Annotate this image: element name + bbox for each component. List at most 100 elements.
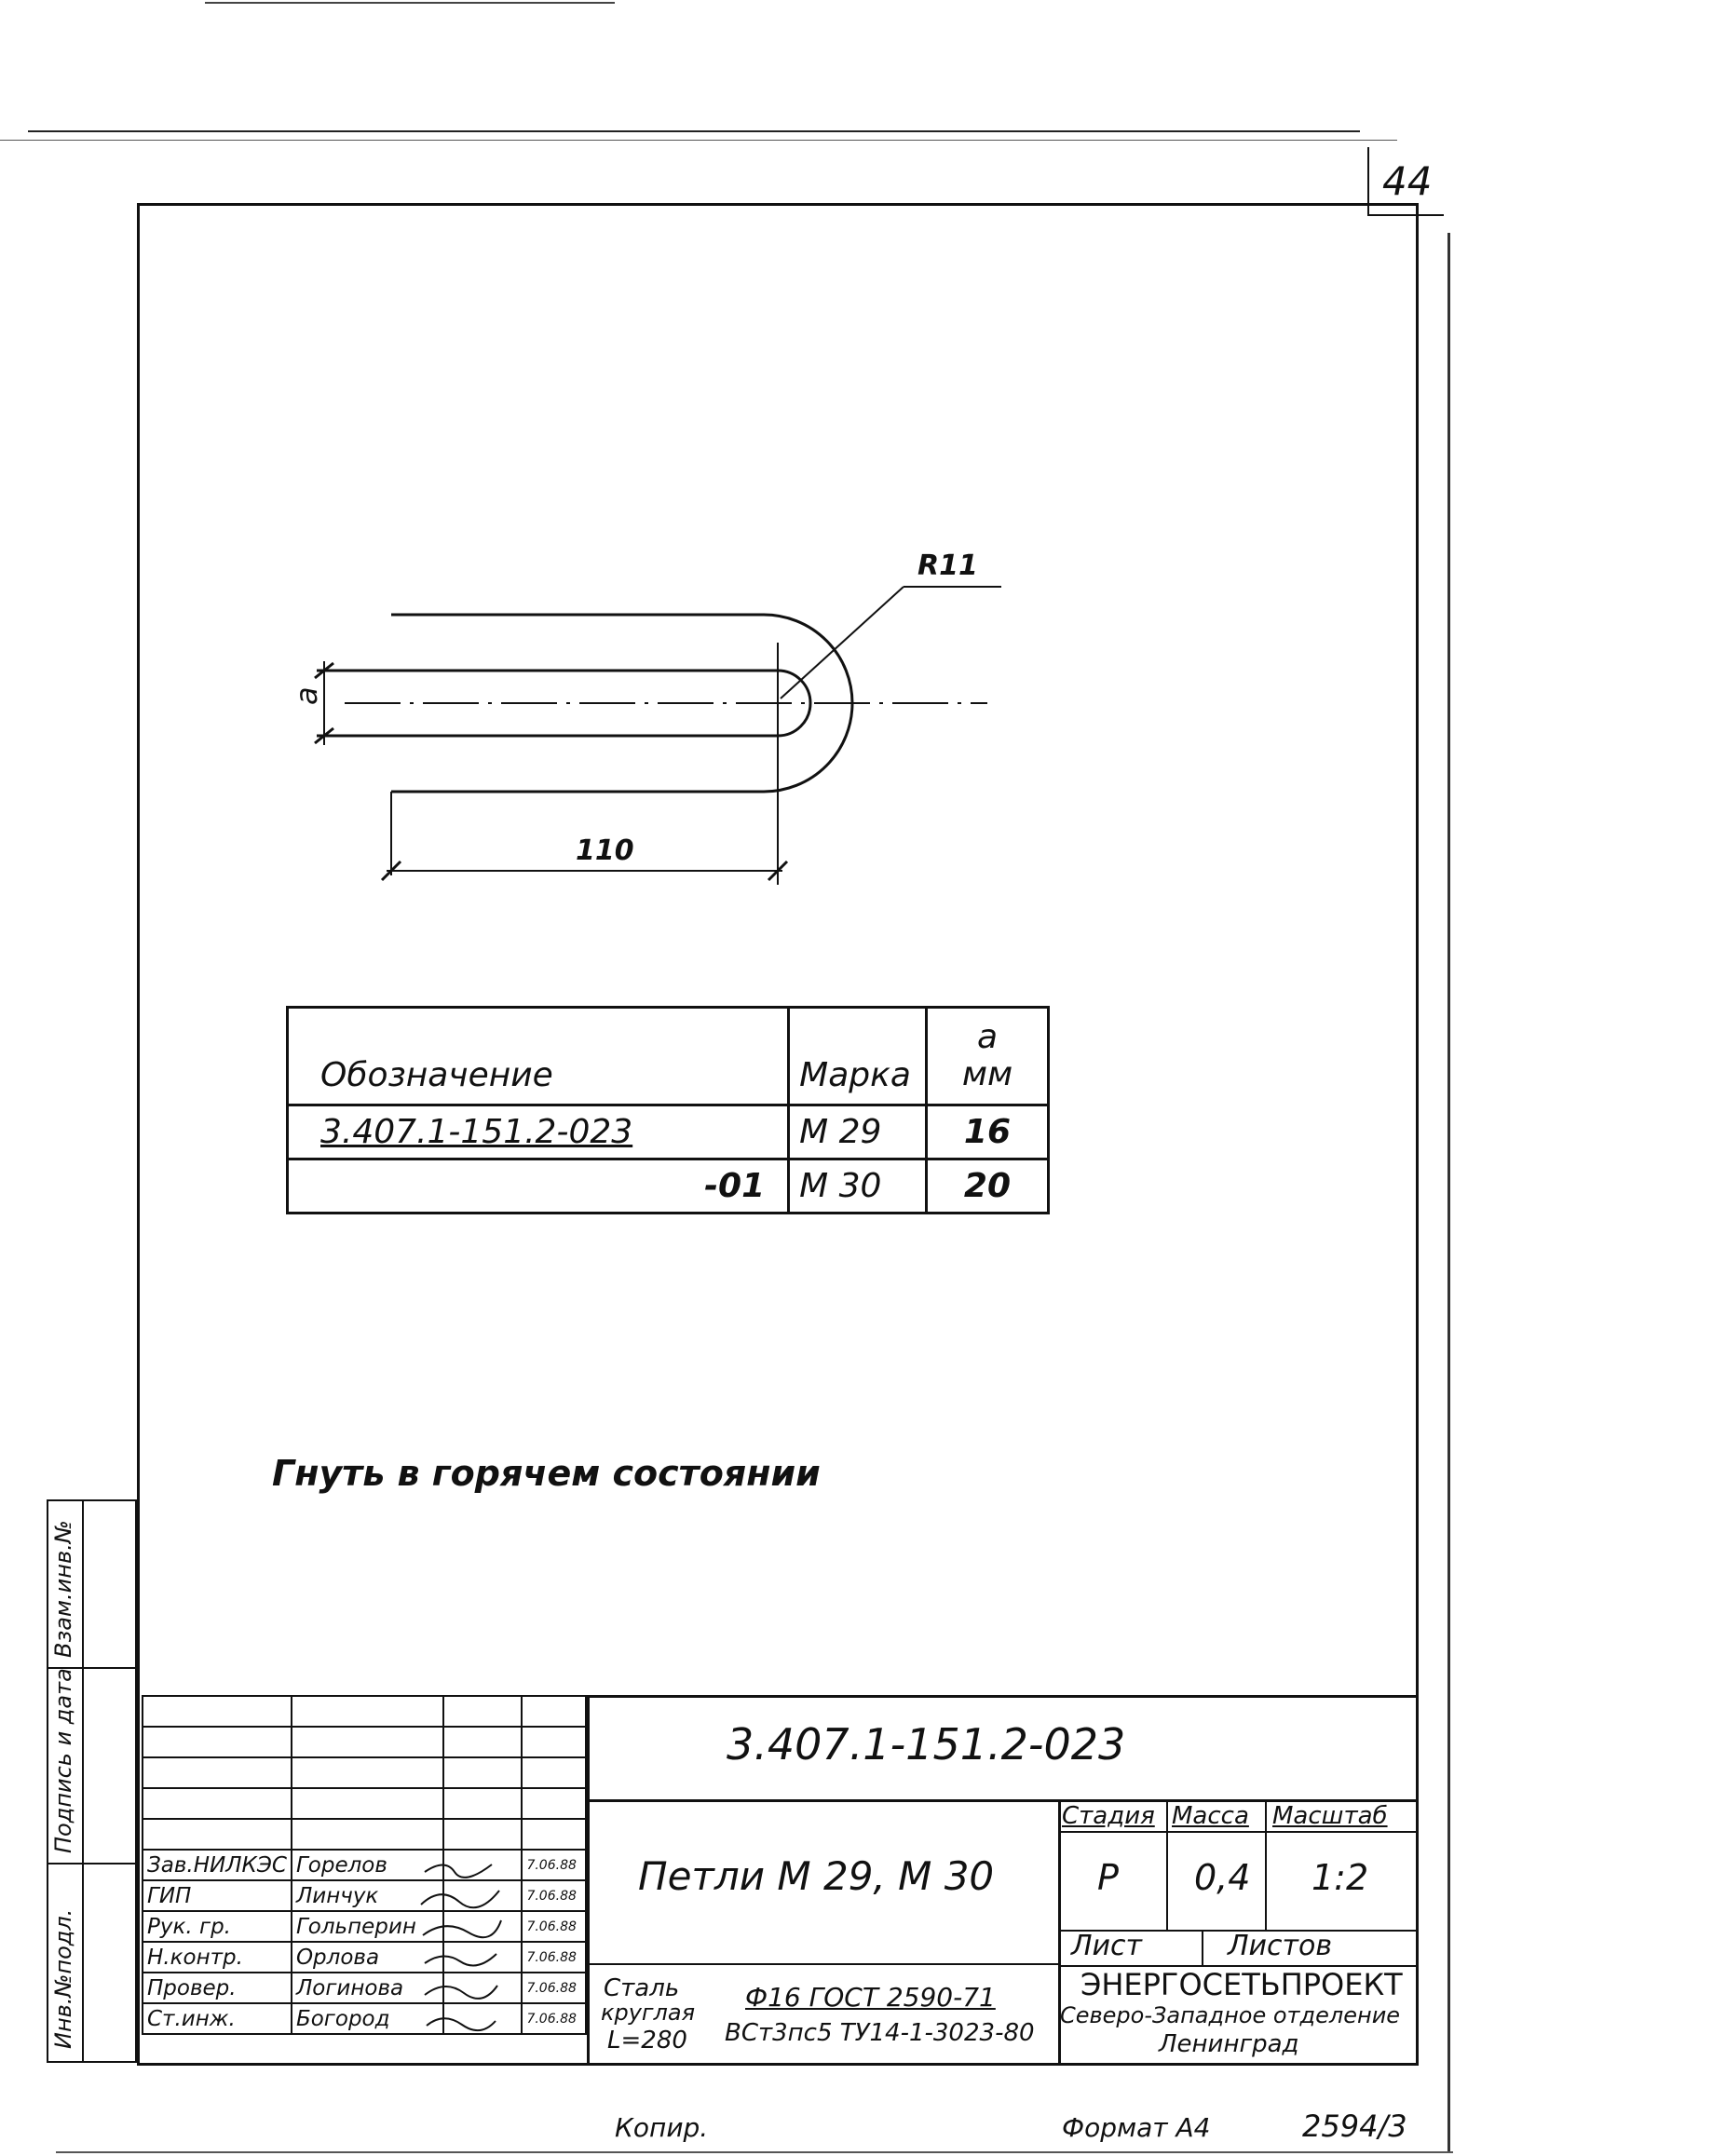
- side-stamp-podpis-data: Подпись и дата: [50, 1668, 76, 1853]
- frame-right-shadow: [1447, 233, 1450, 2151]
- stage-label: Стадия: [1062, 1802, 1155, 1830]
- signature-3: [422, 1919, 502, 1939]
- scale-value: 1:2: [1311, 1857, 1369, 1898]
- signer-date: 7.06.88: [521, 1849, 587, 1881]
- org-city: Ленинград: [1159, 2030, 1299, 2058]
- doc-code: 3.407.1-151.2-023: [727, 1719, 1126, 1770]
- row-2-designation: -01: [285, 1158, 791, 1214]
- signer-name: Орлова: [290, 1941, 444, 1973]
- row-1-a: 16: [924, 1104, 1051, 1160]
- sig-empty-row: [142, 1726, 587, 1758]
- scale-label: Масштаб: [1272, 1802, 1388, 1830]
- signature-2: [420, 1890, 500, 1909]
- scan-line-top: [28, 130, 1360, 132]
- mass-value: 0,4: [1194, 1857, 1251, 1898]
- material-divider: [587, 1963, 1058, 1965]
- table-row: -01 М 30 20: [285, 1158, 1051, 1214]
- sig-empty-row: [142, 1818, 587, 1851]
- title-block-right: [587, 1695, 1419, 2066]
- table-row: Провер. Логинова 7.06.88: [142, 1972, 587, 2004]
- signer-role: Ст.инж.: [142, 2002, 292, 2035]
- table-row: 3.407.1-151.2-023 М 29 16: [285, 1104, 1051, 1160]
- sig-empty-row: [142, 1695, 587, 1728]
- signer-role: ГИП: [142, 1879, 292, 1912]
- signature-6: [426, 2017, 496, 2031]
- stage-header-row: [1058, 1831, 1419, 1833]
- loop-inner-contour: [317, 669, 812, 738]
- footer-format: Формат А4: [1062, 2112, 1211, 2143]
- material-2: круглая: [601, 2000, 696, 2026]
- row-2-mark: М 30: [787, 1158, 928, 1214]
- table-row: Н.контр. Орлова 7.06.88: [142, 1941, 587, 1973]
- signer-date: 7.06.88: [521, 2002, 587, 2035]
- sig-empty-row: [142, 1787, 587, 1820]
- sheet-divider: [1202, 1930, 1203, 1965]
- material-3: L=280: [607, 2027, 687, 2054]
- material-spec-1: Ф16 ГОСТ 2590-71: [745, 1982, 996, 2013]
- org-branch: Северо-Западное отделение: [1060, 2002, 1401, 2028]
- side-stamp: [47, 1499, 137, 2063]
- signer-date: 7.06.88: [521, 1910, 587, 1943]
- dim-110-tick-r: [767, 860, 789, 882]
- stage-divider-1: [1166, 1799, 1168, 1930]
- radius-label: R11: [917, 549, 978, 582]
- scan-line-top-2: [0, 140, 1397, 141]
- header-a: a мм: [924, 1006, 1051, 1106]
- sheet-number-box: [1367, 147, 1444, 216]
- dim-a-tick-b: [314, 726, 334, 745]
- row-2-a: 20: [924, 1158, 1051, 1214]
- side-stamp-div-2: [47, 1863, 137, 1864]
- signer-role: Рук. гр.: [142, 1910, 292, 1943]
- signer-name: Гольперин: [290, 1910, 444, 1943]
- sig-empty-row: [142, 1756, 587, 1789]
- signer-date: 7.06.88: [521, 1941, 587, 1973]
- sheet-row-bottom: [1058, 1965, 1419, 1967]
- material-1: Сталь: [604, 1974, 680, 2002]
- signature-4: [424, 1953, 497, 1967]
- side-stamp-inv-podl: Инв.№подл.: [50, 1908, 76, 2049]
- header-mark: Марка: [787, 1006, 928, 1106]
- signer-name: Линчук: [290, 1879, 444, 1912]
- header-a-unit: мм: [961, 1055, 1013, 1093]
- signer-name: Горелов: [290, 1849, 444, 1881]
- signature-mark: [442, 1849, 523, 1881]
- spec-header-row: Обозначение Марка a мм: [285, 1006, 1051, 1106]
- signature-mark: [442, 1941, 523, 1973]
- signer-role: Зав.НИЛКЭС: [142, 1849, 292, 1881]
- sheet-label: Лист: [1071, 1930, 1143, 1962]
- scan-line-top-3: [205, 2, 615, 4]
- bending-note: Гнуть в горячем состоянии: [272, 1453, 821, 1494]
- header-a-text: a: [976, 1018, 998, 1056]
- table-row: Ст.инж. Богород 7.06.88: [142, 2002, 587, 2035]
- gap-label: a: [289, 686, 324, 705]
- sheets-label: Листов: [1228, 1930, 1333, 1962]
- signer-role: Н.контр.: [142, 1941, 292, 1973]
- doc-title: Петли М 29, М 30: [638, 1853, 995, 1899]
- spec-table: Обозначение Марка a мм 3.407.1-151.2-023…: [285, 1006, 1051, 1214]
- loop-drawing: [314, 586, 1001, 885]
- dim-110-tick-l: [380, 860, 402, 882]
- side-stamp-vzam-inv: Взам.инв.№: [50, 1520, 76, 1658]
- stage-value: Р: [1097, 1857, 1119, 1898]
- header-designation-text: Обозначение: [320, 1056, 553, 1094]
- row-1-designation: 3.407.1-151.2-023: [285, 1104, 791, 1160]
- dim-a-tick-t: [314, 661, 334, 680]
- sheet-number: 44: [1382, 158, 1433, 204]
- stage-divider-2: [1265, 1799, 1267, 1930]
- signature-1: [424, 1864, 493, 1878]
- material-spec-2: ВСт3пс5 ТУ14-1-3023-80: [725, 2019, 1035, 2047]
- signature-mark: [442, 1879, 523, 1912]
- header-mark-text: Марка: [799, 1056, 911, 1094]
- r11-leader: [780, 586, 904, 699]
- scan-line-bottom: [56, 2151, 1453, 2153]
- table-row: Рук. гр. Гольперин 7.06.88: [142, 1910, 587, 1943]
- org-name: ЭНЕРГОСЕТЬПРОЕКТ: [1080, 1967, 1403, 2002]
- length-label: 110: [576, 834, 634, 867]
- title-code-divider: [587, 1799, 1419, 1802]
- footer-archive: 2594/3: [1302, 2109, 1407, 2144]
- title-col-divider: [1058, 1799, 1061, 2066]
- side-stamp-div-1: [47, 1667, 137, 1669]
- header-designation: Обозначение: [285, 1006, 791, 1106]
- signature-5: [424, 1985, 498, 2000]
- sheet-row-top: [1058, 1930, 1419, 1932]
